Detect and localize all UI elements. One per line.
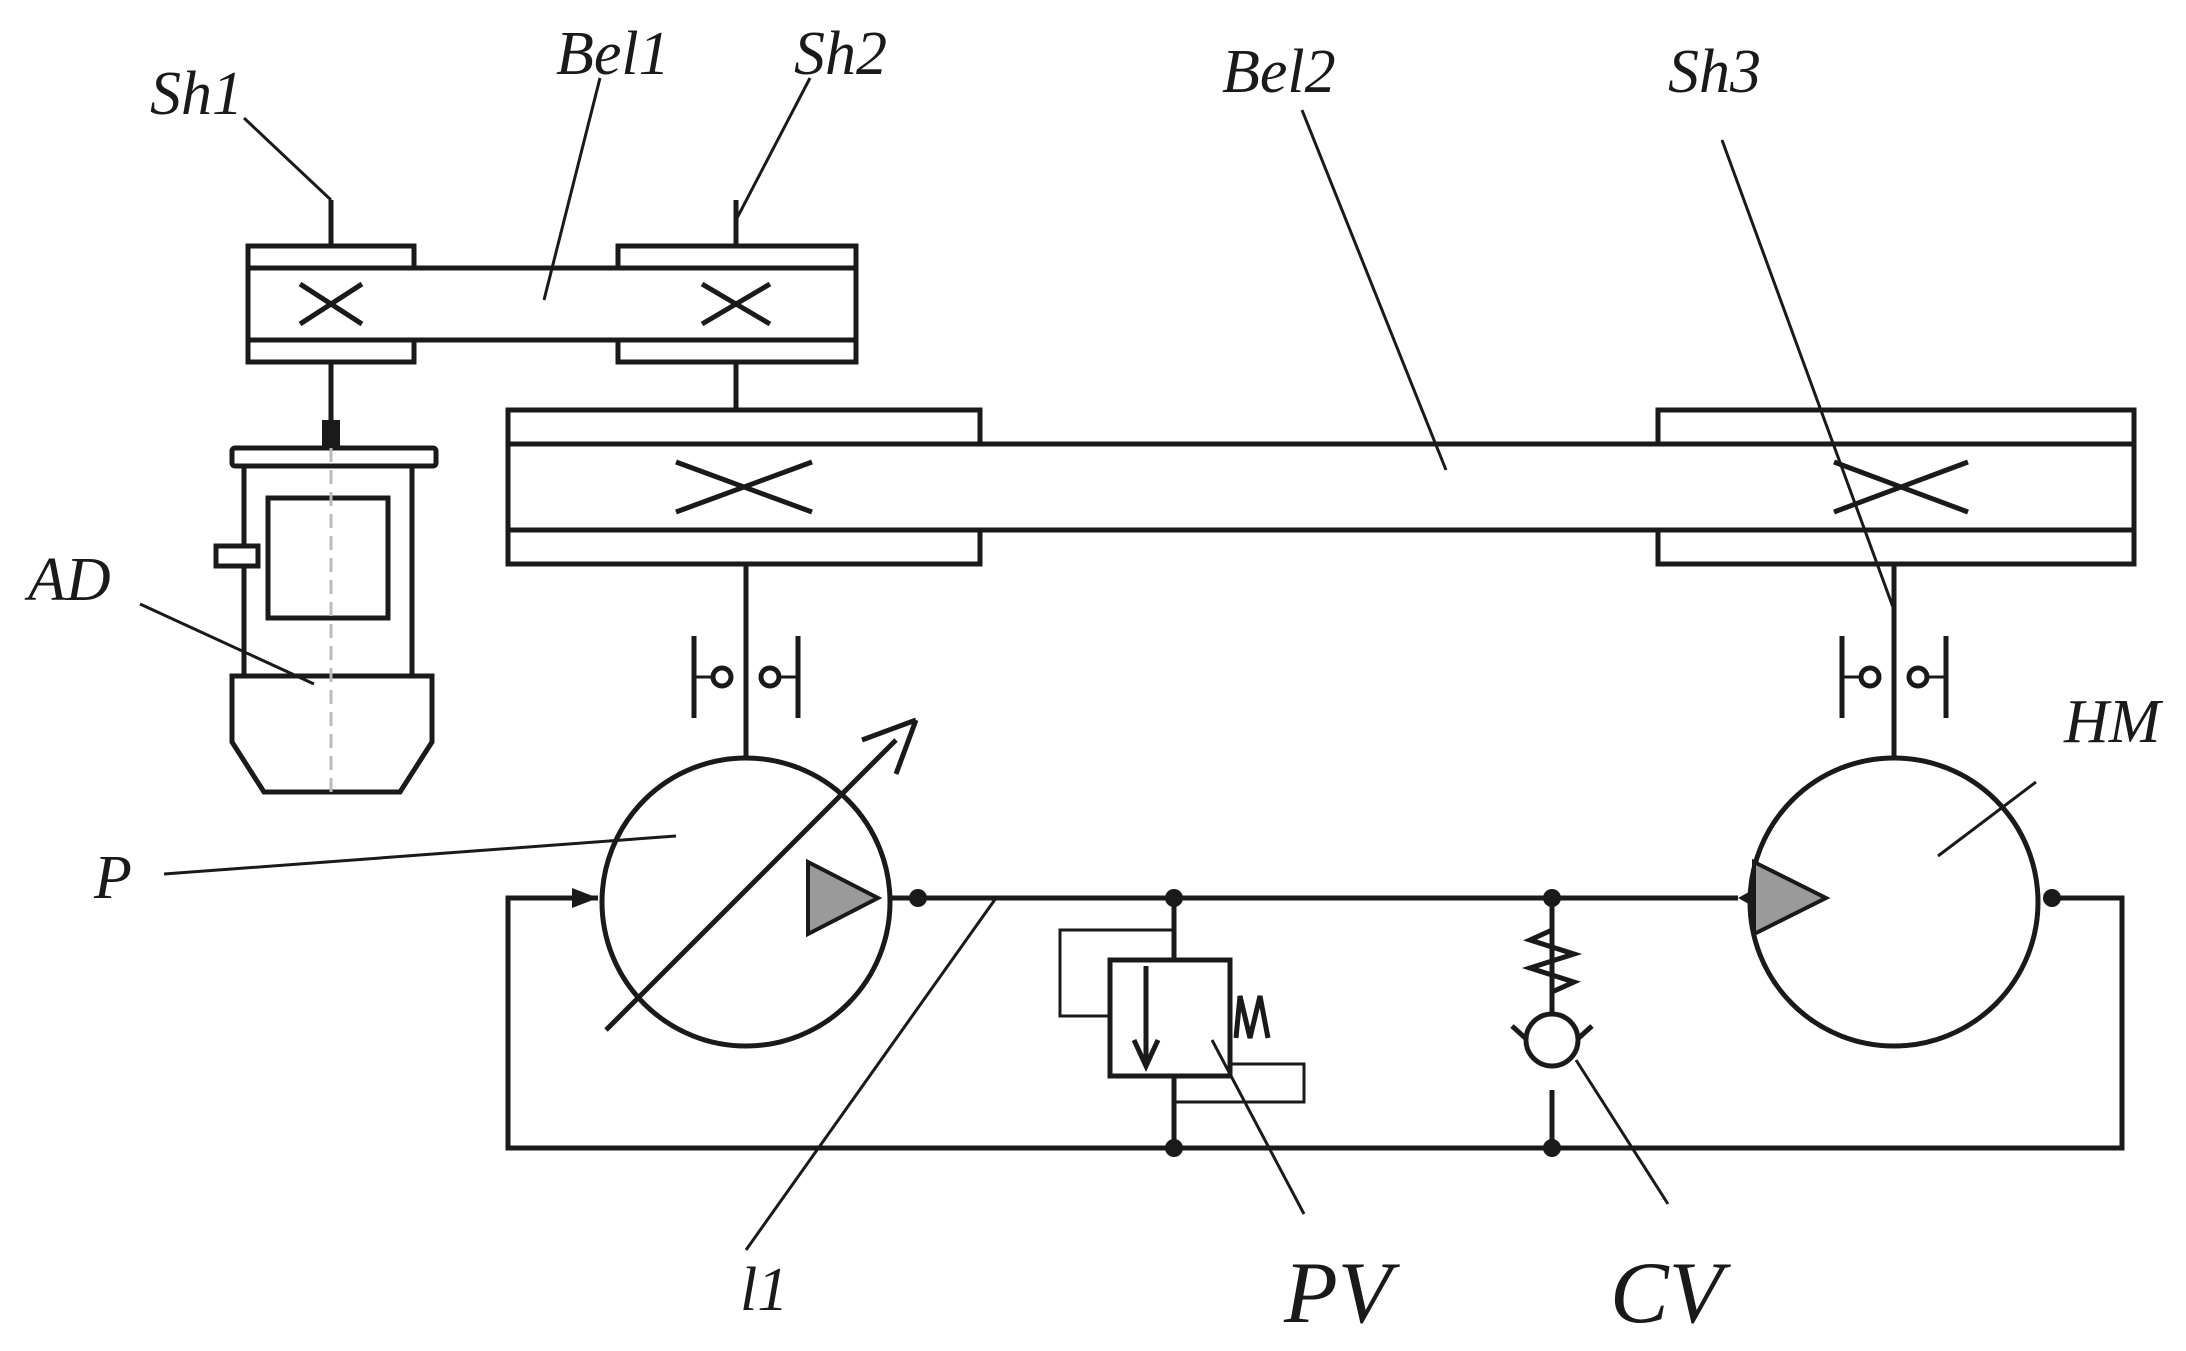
pump-p bbox=[599, 717, 919, 1049]
pv-body bbox=[1107, 957, 1233, 1079]
label-ad: AD bbox=[24, 546, 111, 614]
return-line bbox=[505, 895, 2125, 1151]
pressure-valve-pv bbox=[1058, 898, 1306, 1148]
pv-drain-line bbox=[1174, 1062, 1306, 1104]
bearing-cross-sh2 bbox=[700, 281, 772, 327]
motor-terminal-box bbox=[265, 495, 391, 621]
cv-spring bbox=[1521, 927, 1583, 995]
belt-drive-bel2 bbox=[505, 407, 2137, 567]
motor-ad bbox=[213, 362, 439, 795]
pump-flow-triangle bbox=[806, 858, 883, 938]
belt-bel2 bbox=[505, 441, 2137, 533]
label-sh3: Sh3 bbox=[1668, 38, 1761, 106]
label-pv: PV bbox=[1283, 1245, 1401, 1342]
pump-body bbox=[599, 755, 893, 1049]
labels: Sh1 Bel1 Sh2 Bel2 Sh3 AD P HM l1 PV CV bbox=[24, 20, 2164, 1342]
pv-pilot-line bbox=[1058, 928, 1174, 1018]
motor-flange bbox=[229, 445, 439, 469]
label-hm: HM bbox=[2063, 688, 2164, 756]
label-sh1: Sh1 bbox=[150, 60, 243, 128]
coupling-pump bbox=[691, 564, 801, 760]
label-sh2: Sh2 bbox=[794, 20, 887, 88]
belt-drive-bel1 bbox=[245, 200, 859, 410]
coupling-hm bbox=[1839, 564, 1949, 760]
motor-connector bbox=[213, 543, 261, 569]
hydraulic-circuit bbox=[505, 888, 2125, 1157]
bearing-cross-sh1 bbox=[298, 281, 364, 327]
hydraulic-motor-hm bbox=[1738, 755, 2041, 1049]
label-bel2: Bel2 bbox=[1222, 38, 1336, 106]
label-bel1: Bel1 bbox=[556, 20, 670, 88]
label-l1: l1 bbox=[740, 1256, 788, 1324]
label-cv: CV bbox=[1610, 1245, 1732, 1342]
belt-bel1 bbox=[245, 265, 859, 343]
variable-arrow bbox=[604, 738, 898, 1032]
pv-spring bbox=[1233, 995, 1271, 1039]
leader-lines bbox=[139, 77, 2037, 1251]
cv-ball bbox=[1523, 1011, 1581, 1069]
check-valve-cv bbox=[1510, 898, 1594, 1148]
label-p: P bbox=[93, 844, 132, 912]
bearing-cross-pump-pulley bbox=[675, 459, 813, 515]
